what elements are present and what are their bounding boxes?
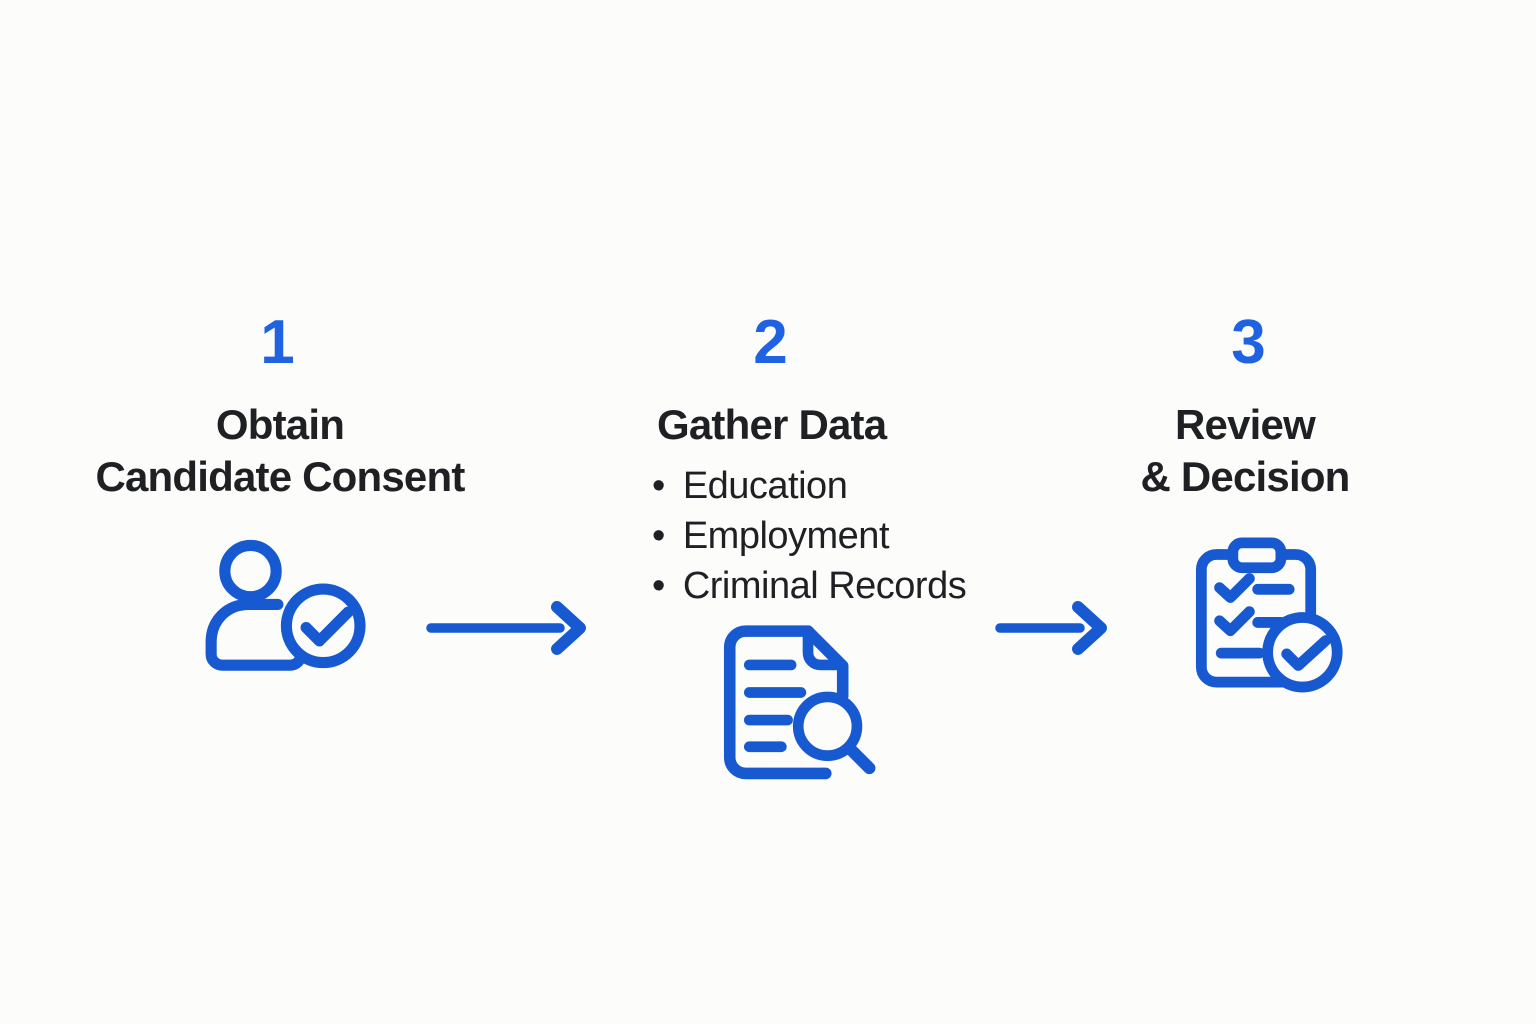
step-2-title: Gather Data xyxy=(657,399,1057,451)
person-check-icon xyxy=(205,539,366,671)
bullet-item: Education xyxy=(652,461,966,511)
step-3-title-line-2: & Decision xyxy=(1140,453,1350,500)
step-1-title-line-1: Obtain xyxy=(215,401,345,448)
step-3-title: Review & Decision xyxy=(1090,399,1400,503)
bullet-item: Criminal Records xyxy=(652,561,967,611)
arrow-right-icon xyxy=(995,601,1107,655)
step-2-number: 2 xyxy=(753,308,787,377)
document-search-icon xyxy=(723,625,876,780)
clipboard-check-icon xyxy=(1195,537,1343,693)
bullet-item-label: Criminal Records xyxy=(682,565,967,607)
step-1-title-line-2: Candidate Consent xyxy=(95,453,465,500)
step-1-number: 1 xyxy=(260,308,294,377)
bullet-item-label: Education xyxy=(682,465,848,507)
step-3-number: 3 xyxy=(1231,308,1265,377)
bullet-item: Employment xyxy=(652,511,966,561)
step-2-title-line-1: Gather Data xyxy=(657,401,887,448)
step-2-bullet-list: Education Employment Criminal Records xyxy=(652,461,967,611)
step-3-title-line-1: Review xyxy=(1175,401,1316,448)
bullet-item-label: Employment xyxy=(682,515,890,557)
arrow-right-icon xyxy=(426,601,586,655)
step-1-title: Obtain Candidate Consent xyxy=(40,399,520,503)
